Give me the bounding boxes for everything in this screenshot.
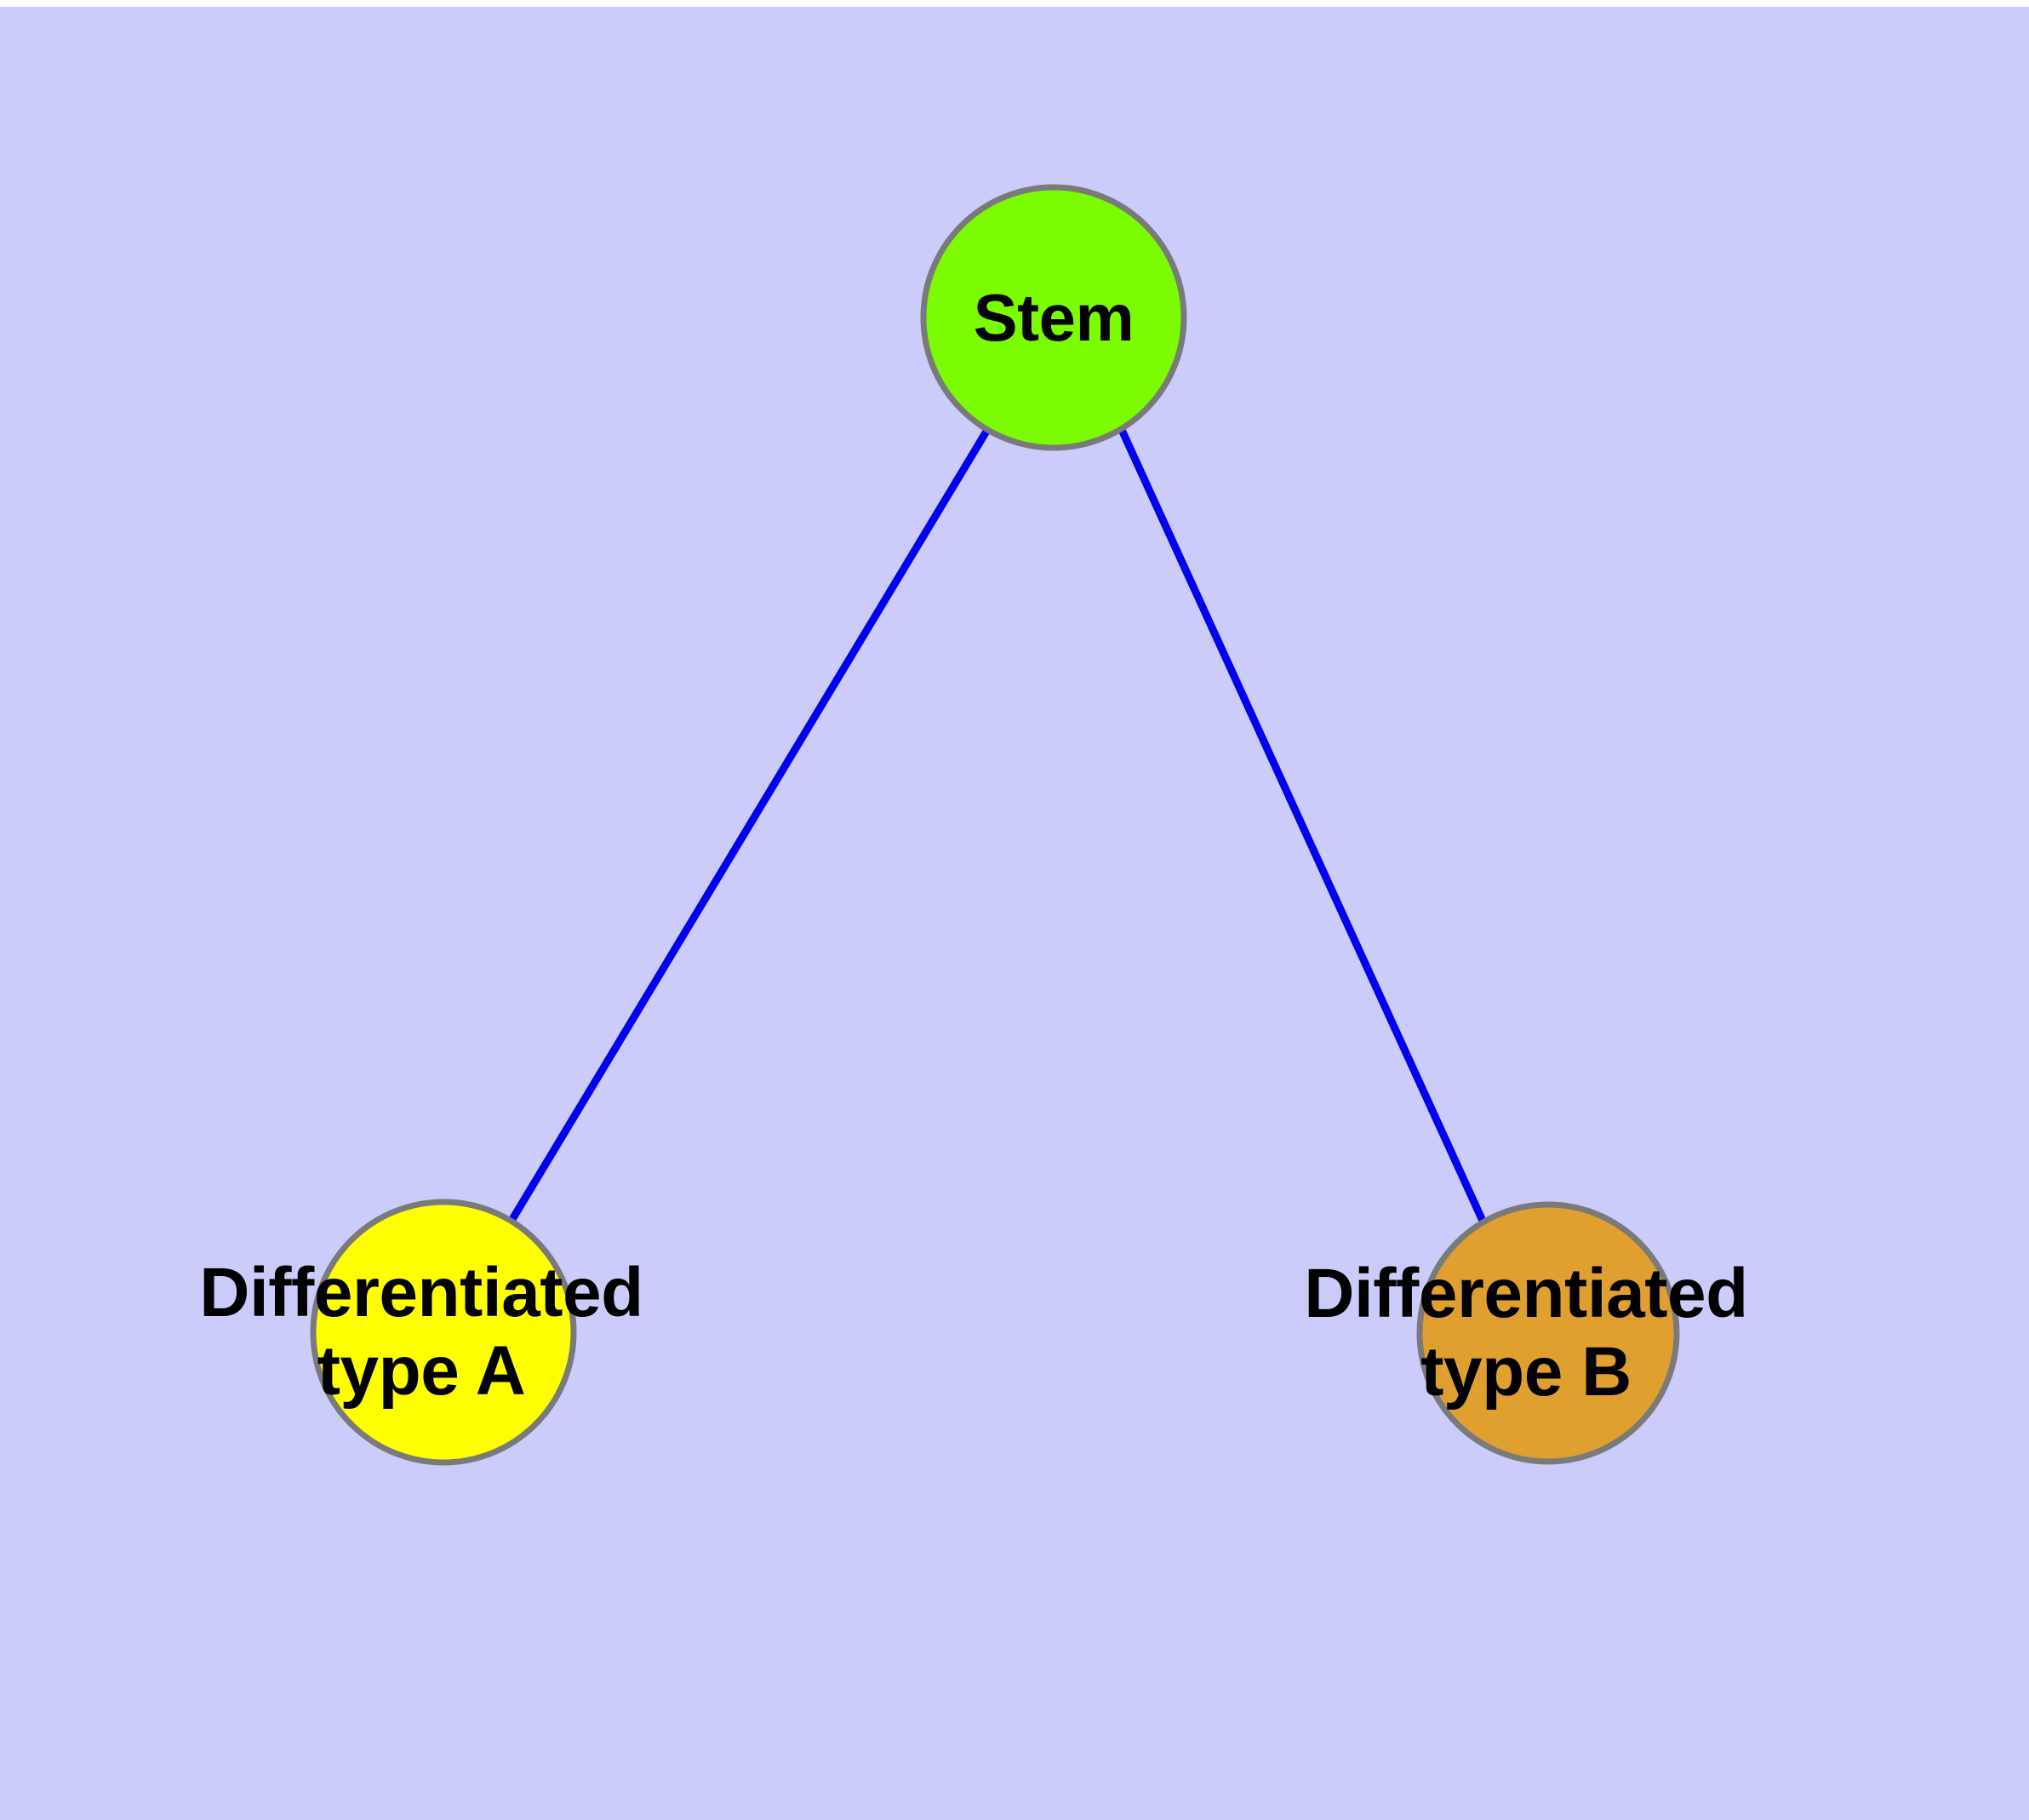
node-differentiated-type-b[interactable] xyxy=(1416,1201,1680,1465)
edge-stem-to-differentiated-type-b[interactable] xyxy=(1117,428,1487,1222)
node-stem[interactable] xyxy=(920,184,1187,451)
node-differentiated-type-a[interactable] xyxy=(310,1199,577,1466)
edge-stem-to-differentiated-type-a[interactable] xyxy=(508,427,991,1223)
edge-layer xyxy=(508,427,1487,1223)
node-layer xyxy=(310,184,1680,1466)
